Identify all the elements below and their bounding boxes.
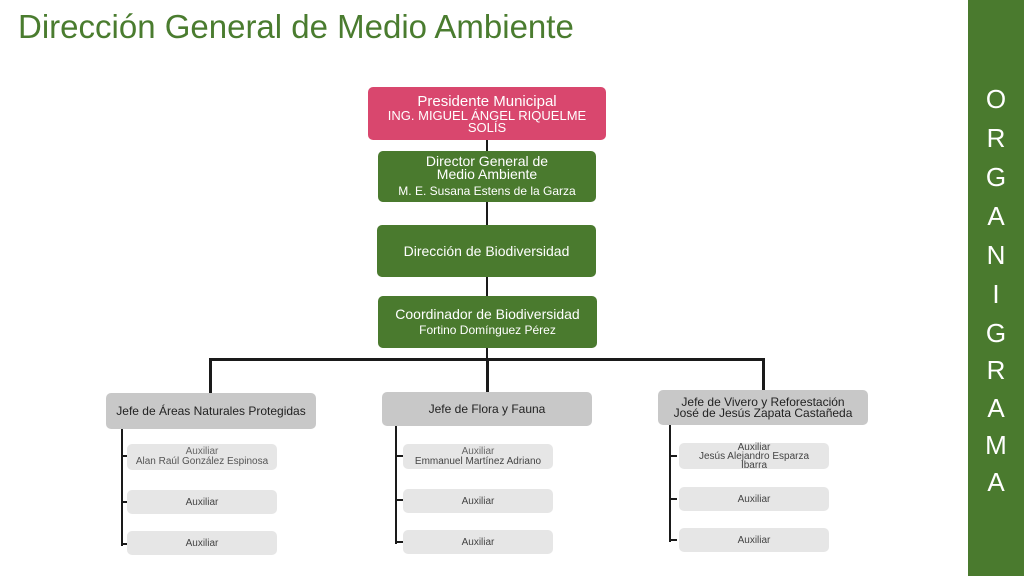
node-role: Dirección de Biodiversidad [403, 243, 570, 259]
node-auxiliar: Auxiliar [127, 490, 277, 514]
node-role: Auxiliar [185, 537, 219, 549]
sidebar-letter: O [985, 84, 1007, 114]
node-jefe-areas: Jefe de Áreas Naturales Protegidas [106, 393, 316, 429]
node-person: Emmanuel Martínez Adriano [414, 455, 542, 467]
sidebar-letter: G [985, 318, 1007, 348]
organigrama-sidebar: O R G A N I G R A M A [968, 0, 1024, 576]
node-presidente: Presidente Municipal ING. MIGUEL ÁNGEL R… [368, 87, 606, 140]
node-direccion: Dirección de Biodiversidad [377, 225, 596, 277]
node-jefe-flora: Jefe de Flora y Fauna [382, 392, 592, 426]
node-auxiliar: Auxiliar [403, 530, 553, 554]
node-role: Auxiliar [185, 496, 219, 508]
node-role: Jefe de Áreas Naturales Protegidas [116, 404, 306, 418]
branch-tick [121, 501, 129, 503]
node-role: Presidente Municipal [417, 92, 557, 110]
sidebar-letter: A [987, 467, 1005, 497]
branch-tick [395, 455, 403, 457]
page-title: Dirección General de Medio Ambiente [18, 8, 574, 45]
node-role: Jefe de Vivero y Reforestación [681, 394, 845, 409]
branch-tick [669, 539, 677, 541]
node-auxiliar: Auxiliar [403, 489, 553, 513]
node-jefe-vivero: Jefe de Vivero y Reforestación José de J… [658, 390, 868, 425]
node-person: M. E. Susana Estens de la Garza [398, 183, 576, 198]
branch-line [395, 426, 397, 544]
node-role: Director General de Medio Ambiente [425, 152, 549, 182]
branch-tick [121, 543, 129, 545]
node-role: Auxiliar [737, 441, 771, 453]
node-auxiliar: Auxiliar Jesús Alejandro Esparza Ibarra [679, 441, 829, 471]
node-person: Alan Raúl González Espinosa [135, 456, 269, 467]
sidebar-letter: M [985, 430, 1007, 460]
branch-tick [395, 541, 403, 543]
node-person: ING. MIGUEL ÁNGEL RIQUELME SOLÍS [387, 107, 587, 135]
branch-tick [121, 455, 129, 457]
node-coordinador: Coordinador de Biodiversidad Fortino Dom… [378, 296, 597, 348]
connector-left [209, 358, 212, 394]
node-role: Coordinador de Biodiversidad [395, 306, 580, 322]
branch-tick [395, 499, 403, 501]
connector-right [762, 358, 765, 392]
node-role: Auxiliar [737, 493, 771, 505]
sidebar-letter: A [987, 393, 1005, 423]
node-role: Auxiliar [737, 534, 771, 546]
sidebar-letter: A [987, 201, 1005, 231]
sidebar-letter: G [985, 162, 1007, 192]
node-role: Jefe de Flora y Fauna [428, 402, 546, 416]
branch-tick [669, 455, 677, 457]
node-auxiliar: Auxiliar [679, 528, 829, 552]
connector-middle [486, 358, 489, 392]
node-director: Director General de Medio Ambiente M. E.… [378, 151, 596, 202]
node-role: Auxiliar [185, 446, 219, 457]
branch-line [121, 428, 123, 546]
node-auxiliar: Auxiliar [127, 531, 277, 555]
node-auxiliar: Auxiliar Alan Raúl González Espinosa [127, 444, 277, 470]
node-role: Auxiliar [461, 445, 495, 457]
sidebar-letter: R [986, 355, 1006, 385]
branch-tick [669, 498, 677, 500]
node-role: Auxiliar [461, 536, 495, 548]
sidebar-letter: R [986, 123, 1006, 153]
branch-line [669, 424, 671, 542]
node-auxiliar: Auxiliar [679, 487, 829, 511]
sidebar-letter: I [992, 279, 1000, 309]
node-auxiliar: Auxiliar Emmanuel Martínez Adriano [403, 444, 553, 469]
node-person: Fortino Domínguez Pérez [419, 323, 556, 337]
node-person: Jesús Alejandro Esparza Ibarra [698, 450, 810, 471]
node-person: José de Jesús Zapata Castañeda [673, 405, 853, 420]
sidebar-letter: N [986, 240, 1006, 270]
node-role: Auxiliar [461, 495, 495, 507]
